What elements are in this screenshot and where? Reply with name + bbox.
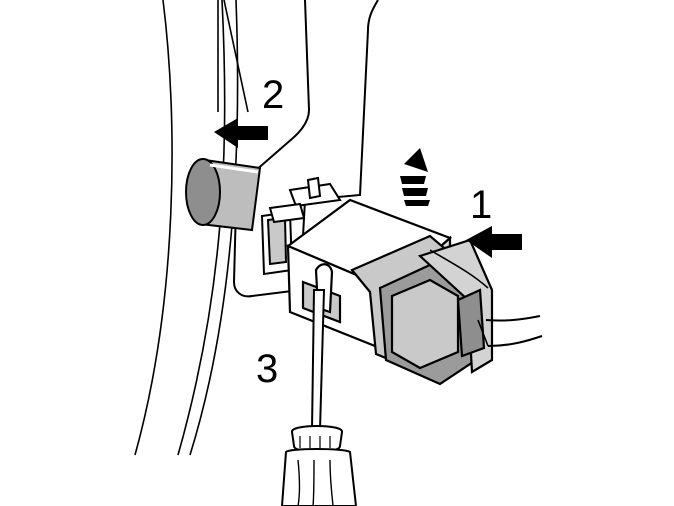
cable [477,315,543,347]
callout-3: 3 [256,347,278,391]
callout-2: 2 [262,73,284,117]
callout-1: 1 [470,183,492,227]
push-arrow-icon [214,0,268,148]
cylindrical-plug [185,158,262,232]
push-arrow-icon [466,226,522,258]
lift-arrow-icon [400,148,430,206]
screwdriver-icon [280,289,358,506]
bracket-latch [260,176,342,276]
